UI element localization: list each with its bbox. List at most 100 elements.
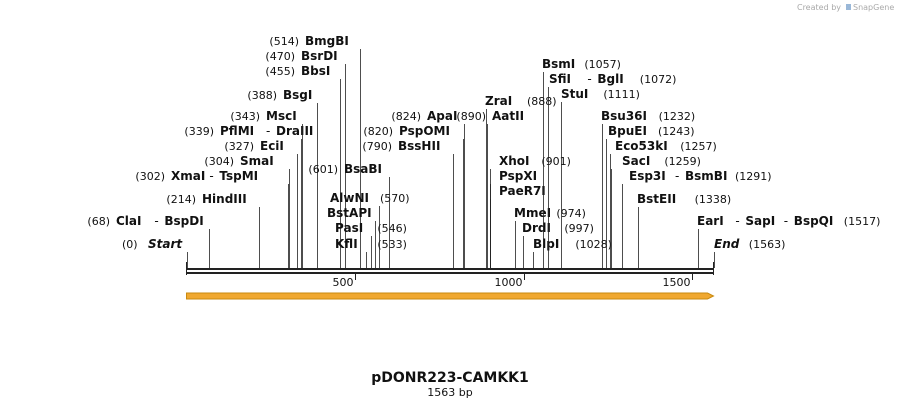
site-esp3i[interactable]: Esp3I-BsmBI(1291): [622, 169, 772, 268]
enzyme-name: HindIII: [202, 192, 247, 206]
site-kfli[interactable]: KflI(533): [335, 237, 407, 268]
site-position: (546): [377, 222, 407, 235]
snapgene-logo-icon: [846, 4, 851, 10]
site-clai[interactable]: ClaI-BspDI(68): [87, 214, 210, 268]
site-position: (533): [377, 238, 407, 251]
site-blpi[interactable]: BlpI(1028): [533, 237, 612, 268]
enzyme-name: ClaI: [116, 214, 141, 228]
enzyme-name: BlpI: [533, 237, 559, 251]
enzyme-name: DrdI: [522, 221, 551, 235]
site-xmai[interactable]: XmaI-TspMI(302): [135, 169, 289, 268]
site-smai[interactable]: SmaI(304): [204, 154, 290, 268]
enzyme-name: Eco53kI: [615, 139, 668, 153]
name-separator: -: [154, 214, 158, 228]
site-bsteii[interactable]: BstEII (1338): [637, 192, 731, 268]
site-bsrdi[interactable]: BsrDI(470): [265, 49, 346, 268]
site-alwni[interactable]: AlwNI(570): [330, 191, 410, 268]
site-apai[interactable]: ApaI(824): [391, 109, 465, 268]
enzyme-name: End: [714, 237, 740, 251]
site-zrai[interactable]: ZraI(888): [485, 94, 557, 268]
site-bsu36i[interactable]: Bsu36I(1232): [601, 109, 695, 268]
enzyme-name: BsgI: [283, 88, 312, 102]
map-title: pDONR223-CAMKK1: [371, 370, 529, 386]
site-position: (820): [363, 125, 393, 138]
site-start[interactable]: Start(0): [122, 237, 188, 268]
site-position: (1291): [735, 170, 772, 183]
site-aatii[interactable]: AatII (890): [456, 109, 524, 268]
sequence-backbone: [186, 262, 714, 275]
enzyme-name: EciI: [260, 139, 284, 153]
site-position: (1563): [749, 238, 786, 251]
site-bsabi[interactable]: BsaBI(601): [308, 162, 390, 268]
site-position: (304): [204, 155, 234, 168]
site-position: (1257): [680, 140, 717, 153]
enzyme-name: DraIII: [276, 124, 313, 138]
site-position: (68): [87, 215, 110, 228]
enzyme-name: PaeR7I: [499, 184, 546, 198]
site-position: (1243): [658, 125, 695, 138]
enzyme-name: XmaI: [171, 169, 205, 183]
enzyme-name: StuI: [561, 87, 588, 101]
name-separator: -: [266, 124, 270, 138]
enzyme-name: BglI: [597, 72, 623, 86]
enzyme-name: MmeI: [514, 206, 551, 220]
site-bstapi[interactable]: BstAPI: [327, 206, 376, 268]
enzyme-name: SapI: [745, 214, 775, 228]
site-ecii[interactable]: EciI(327): [224, 139, 298, 268]
site-bbsi[interactable]: BbsI(455): [265, 64, 341, 268]
site-pspomi[interactable]: PspOMI (820): [363, 124, 464, 268]
enzyme-name: AlwNI: [330, 191, 369, 205]
site-position: (824): [391, 110, 421, 123]
site-position: (455): [265, 65, 295, 78]
enzyme-name: PspXI: [499, 169, 537, 183]
site-position: (1057): [584, 58, 621, 71]
site-bpuei[interactable]: BpuEI(1243): [606, 124, 695, 268]
site-hindiii[interactable]: HindIII(214): [166, 192, 260, 268]
site-sfii[interactable]: SfiI - BglI (1072): [548, 72, 677, 268]
enzyme-name: SfiI: [549, 72, 571, 86]
name-separator: -: [675, 169, 679, 183]
site-eco53ki[interactable]: Eco53kI (1257): [610, 139, 717, 268]
site-end[interactable]: End (1563): [714, 237, 785, 268]
enzyme-name: BstEII: [637, 192, 676, 206]
enzyme-name: BsmI: [542, 57, 575, 71]
site-pasi[interactable]: PasI (546): [335, 221, 407, 268]
enzyme-name: BspQI: [794, 214, 834, 228]
credit-text: Created by: [797, 3, 841, 12]
enzyme-name: AatII: [492, 109, 524, 123]
site-saci[interactable]: SacI(1259): [611, 154, 701, 268]
enzyme-name: PspOMI: [399, 124, 450, 138]
site-bmgbi[interactable]: BmgBI (514): [269, 34, 361, 268]
ruler-tick-label: 1000: [495, 276, 523, 289]
feature-arrow-shape: [186, 292, 715, 300]
restriction-sites: Start(0)ClaI-BspDI(68)HindIII(214)XmaI-T…: [87, 34, 880, 268]
site-bsgi[interactable]: BsgI (388): [247, 88, 318, 268]
site-eari[interactable]: EarI-SapI-BspQI(1517): [697, 214, 880, 268]
site-position: (974): [556, 207, 586, 220]
feature-arrow[interactable]: [186, 292, 715, 300]
site-pflmi[interactable]: PflMI-DraIII(339): [184, 124, 313, 268]
enzyme-name: MscI: [266, 109, 297, 123]
site-msci[interactable]: MscI(343): [230, 109, 303, 268]
site-position: (890): [456, 110, 486, 123]
site-position: (901): [541, 155, 571, 168]
name-separator: -: [209, 169, 213, 183]
site-mmei[interactable]: MmeI (974): [514, 206, 586, 268]
site-position: (514): [269, 35, 299, 48]
brand-text: SnapGene: [853, 3, 894, 12]
site-bsshii[interactable]: BssHII(790): [362, 139, 454, 268]
site-bsmi[interactable]: BsmI (1057): [542, 57, 621, 268]
site-position: (388): [247, 89, 277, 102]
enzyme-name: SacI: [622, 154, 650, 168]
enzyme-name: PasI: [335, 221, 363, 235]
site-position: (1338): [695, 193, 732, 206]
site-position: (601): [308, 163, 338, 176]
enzyme-name: BmgBI: [305, 34, 349, 48]
site-position: (0): [122, 238, 138, 251]
enzyme-name: ZraI: [485, 94, 512, 108]
name-separator: -: [784, 214, 788, 228]
site-position: (1072): [640, 73, 677, 86]
site-stui[interactable]: StuI(1111): [561, 87, 640, 268]
